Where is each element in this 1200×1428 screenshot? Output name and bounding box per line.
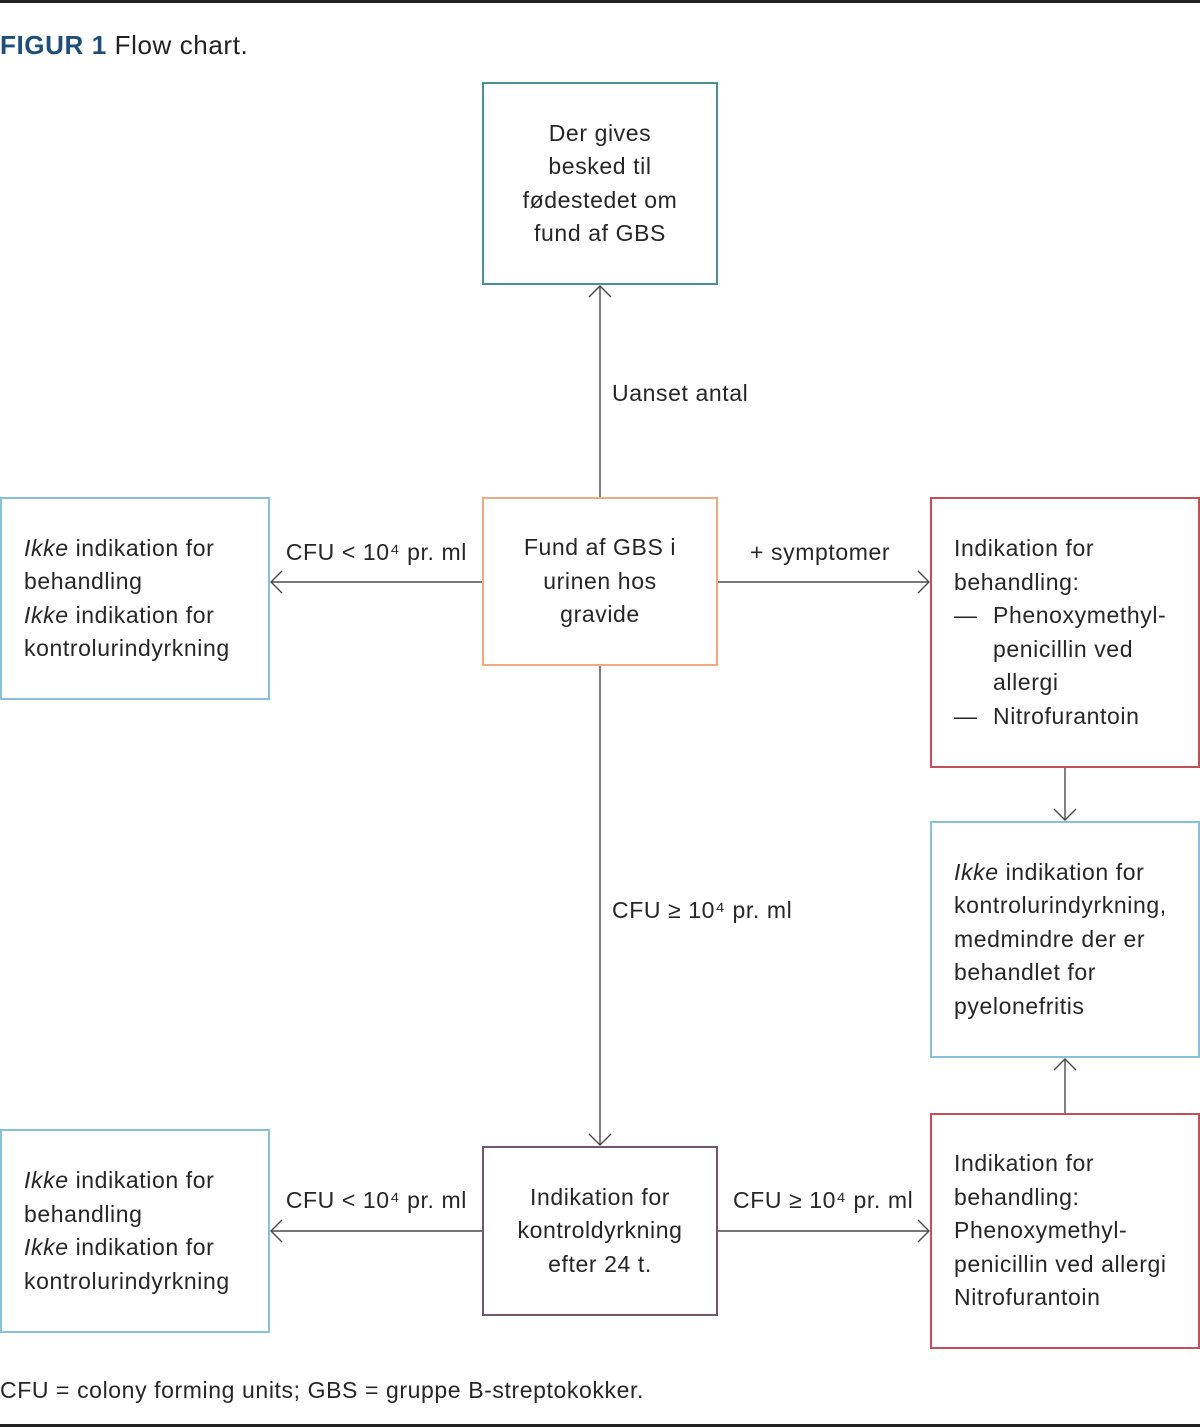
node-line: penicillin ved	[993, 635, 1134, 662]
arrow-finding-to-control	[588, 666, 612, 1146]
node-line: behandlet for	[954, 959, 1097, 986]
node-line: kontrolurindyrkning	[24, 1267, 230, 1294]
node-line: kontrolurindyrkning,	[954, 892, 1167, 919]
node-no-control-culture: Ikke indikation for kontrolurindyrkning,…	[930, 821, 1200, 1058]
node-text: indikation for	[68, 1234, 215, 1260]
arrow-finding-to-no-indication	[270, 570, 482, 594]
node-line: Der gives	[548, 119, 652, 146]
edge-label-symptoms: + symptomer	[750, 539, 891, 565]
node-line: gravide	[560, 601, 640, 628]
node-line: fund af GBS	[534, 220, 666, 246]
node-line: Phenoxymethyl-	[954, 1217, 1128, 1244]
arrow-control-to-treatment	[718, 1219, 930, 1243]
node-line: Fund af GBS i	[523, 534, 677, 561]
emphasis: Ikke	[24, 601, 69, 628]
node-line: Nitrofurantoin	[954, 1284, 1101, 1311]
edge-label-cfu-below-lower: CFU < 10⁴ pr. ml	[285, 1187, 467, 1213]
arrow-treatment-to-no-control	[1053, 768, 1077, 821]
node-line: pyelonefritis	[954, 992, 1085, 1019]
figure-title: FIGUR 1 Flow chart.	[0, 28, 248, 62]
bottom-rule	[0, 1424, 1200, 1427]
list-item: — Nitrofurantoin	[954, 700, 1198, 734]
node-no-indication-lower: Ikke indikation for behandling Ikke indi…	[0, 1129, 270, 1333]
arrow-treatment-lower-to-no-control	[1053, 1058, 1077, 1113]
arrow-control-to-no-indication	[270, 1219, 482, 1243]
node-line: Phenoxymethyl-	[993, 602, 1167, 628]
emphasis: Ikke	[24, 1234, 69, 1260]
node-notify-birthplace: Der gives besked til fødestedet om fund …	[482, 82, 718, 285]
node-line: behandling:	[954, 568, 1080, 595]
node-line: Nitrofurantoin	[993, 702, 1140, 729]
emphasis: Ikke	[954, 858, 999, 885]
node-text: indikation for	[68, 601, 215, 628]
node-line: Indikation for	[529, 1183, 671, 1210]
node-line: Ikke indikation for	[24, 532, 268, 566]
emphasis: Ikke	[24, 1167, 69, 1193]
node-line: urinen hos	[543, 567, 657, 594]
dash-bullet: —	[954, 602, 978, 628]
node-line: fødestedet om	[522, 186, 678, 213]
node-text: indikation for	[998, 858, 1145, 885]
node-line: efter 24 t.	[548, 1250, 652, 1277]
node-line: Ikke indikation for	[24, 599, 268, 633]
node-line: kontroldyrkning	[517, 1217, 683, 1244]
edge-label-uanset-antal: Uanset antal	[612, 380, 749, 406]
figure-caption: Flow chart.	[114, 30, 249, 60]
arrow-finding-to-notify	[588, 285, 612, 497]
node-treatment-upper: Indikation for behandling: — Phenoxymeth…	[930, 497, 1200, 768]
node-no-indication-upper: Ikke indikation for behandling Ikke indi…	[0, 497, 270, 700]
node-line: Ikke indikation for	[954, 856, 1198, 890]
node-control-culture: Indikation for kontroldyrkning efter 24 …	[482, 1146, 718, 1316]
edge-label-cfu-below-upper: CFU < 10⁴ pr. ml	[285, 539, 467, 565]
node-line: Indikation for	[954, 535, 1095, 561]
node-text: indikation for	[68, 1167, 215, 1193]
node-line: Indikation for	[954, 1150, 1095, 1177]
arrow-finding-to-treatment	[718, 570, 930, 594]
figure-label: FIGUR 1	[0, 30, 107, 60]
node-line: behandling:	[954, 1183, 1080, 1210]
node-line: medmindre der er	[954, 925, 1146, 952]
node-line: penicillin ved allergi	[954, 1250, 1167, 1277]
node-line: behandling	[24, 1200, 143, 1227]
footnote: CFU = colony forming units; GBS = gruppe…	[0, 1377, 644, 1403]
list-item-text: Phenoxymethyl- penicillin ved allergi	[993, 599, 1166, 700]
node-line: Ikke indikation for	[24, 1164, 268, 1198]
node-line: allergi	[993, 669, 1059, 695]
node-line: besked til	[548, 153, 652, 179]
node-line: kontrolurindyrkning	[24, 635, 230, 661]
list-item: — Phenoxymethyl- penicillin ved allergi	[954, 599, 1198, 700]
node-gbs-finding: Fund af GBS i urinen hos gravide	[482, 497, 718, 666]
node-line: Ikke indikation for	[24, 1231, 268, 1265]
edge-label-cfu-above-vertical: CFU ≥ 10⁴ pr. ml	[612, 897, 793, 923]
top-rule	[0, 0, 1200, 3]
edge-label-cfu-above-lower: CFU ≥ 10⁴ pr. ml	[733, 1187, 914, 1213]
dash-bullet: —	[954, 702, 978, 729]
node-text: indikation for	[68, 534, 215, 561]
node-line: behandling	[24, 568, 143, 594]
emphasis: Ikke	[24, 534, 69, 561]
node-treatment-lower: Indikation for behandling: Phenoxymethyl…	[930, 1113, 1200, 1349]
list-item-text: Nitrofurantoin	[993, 700, 1139, 734]
